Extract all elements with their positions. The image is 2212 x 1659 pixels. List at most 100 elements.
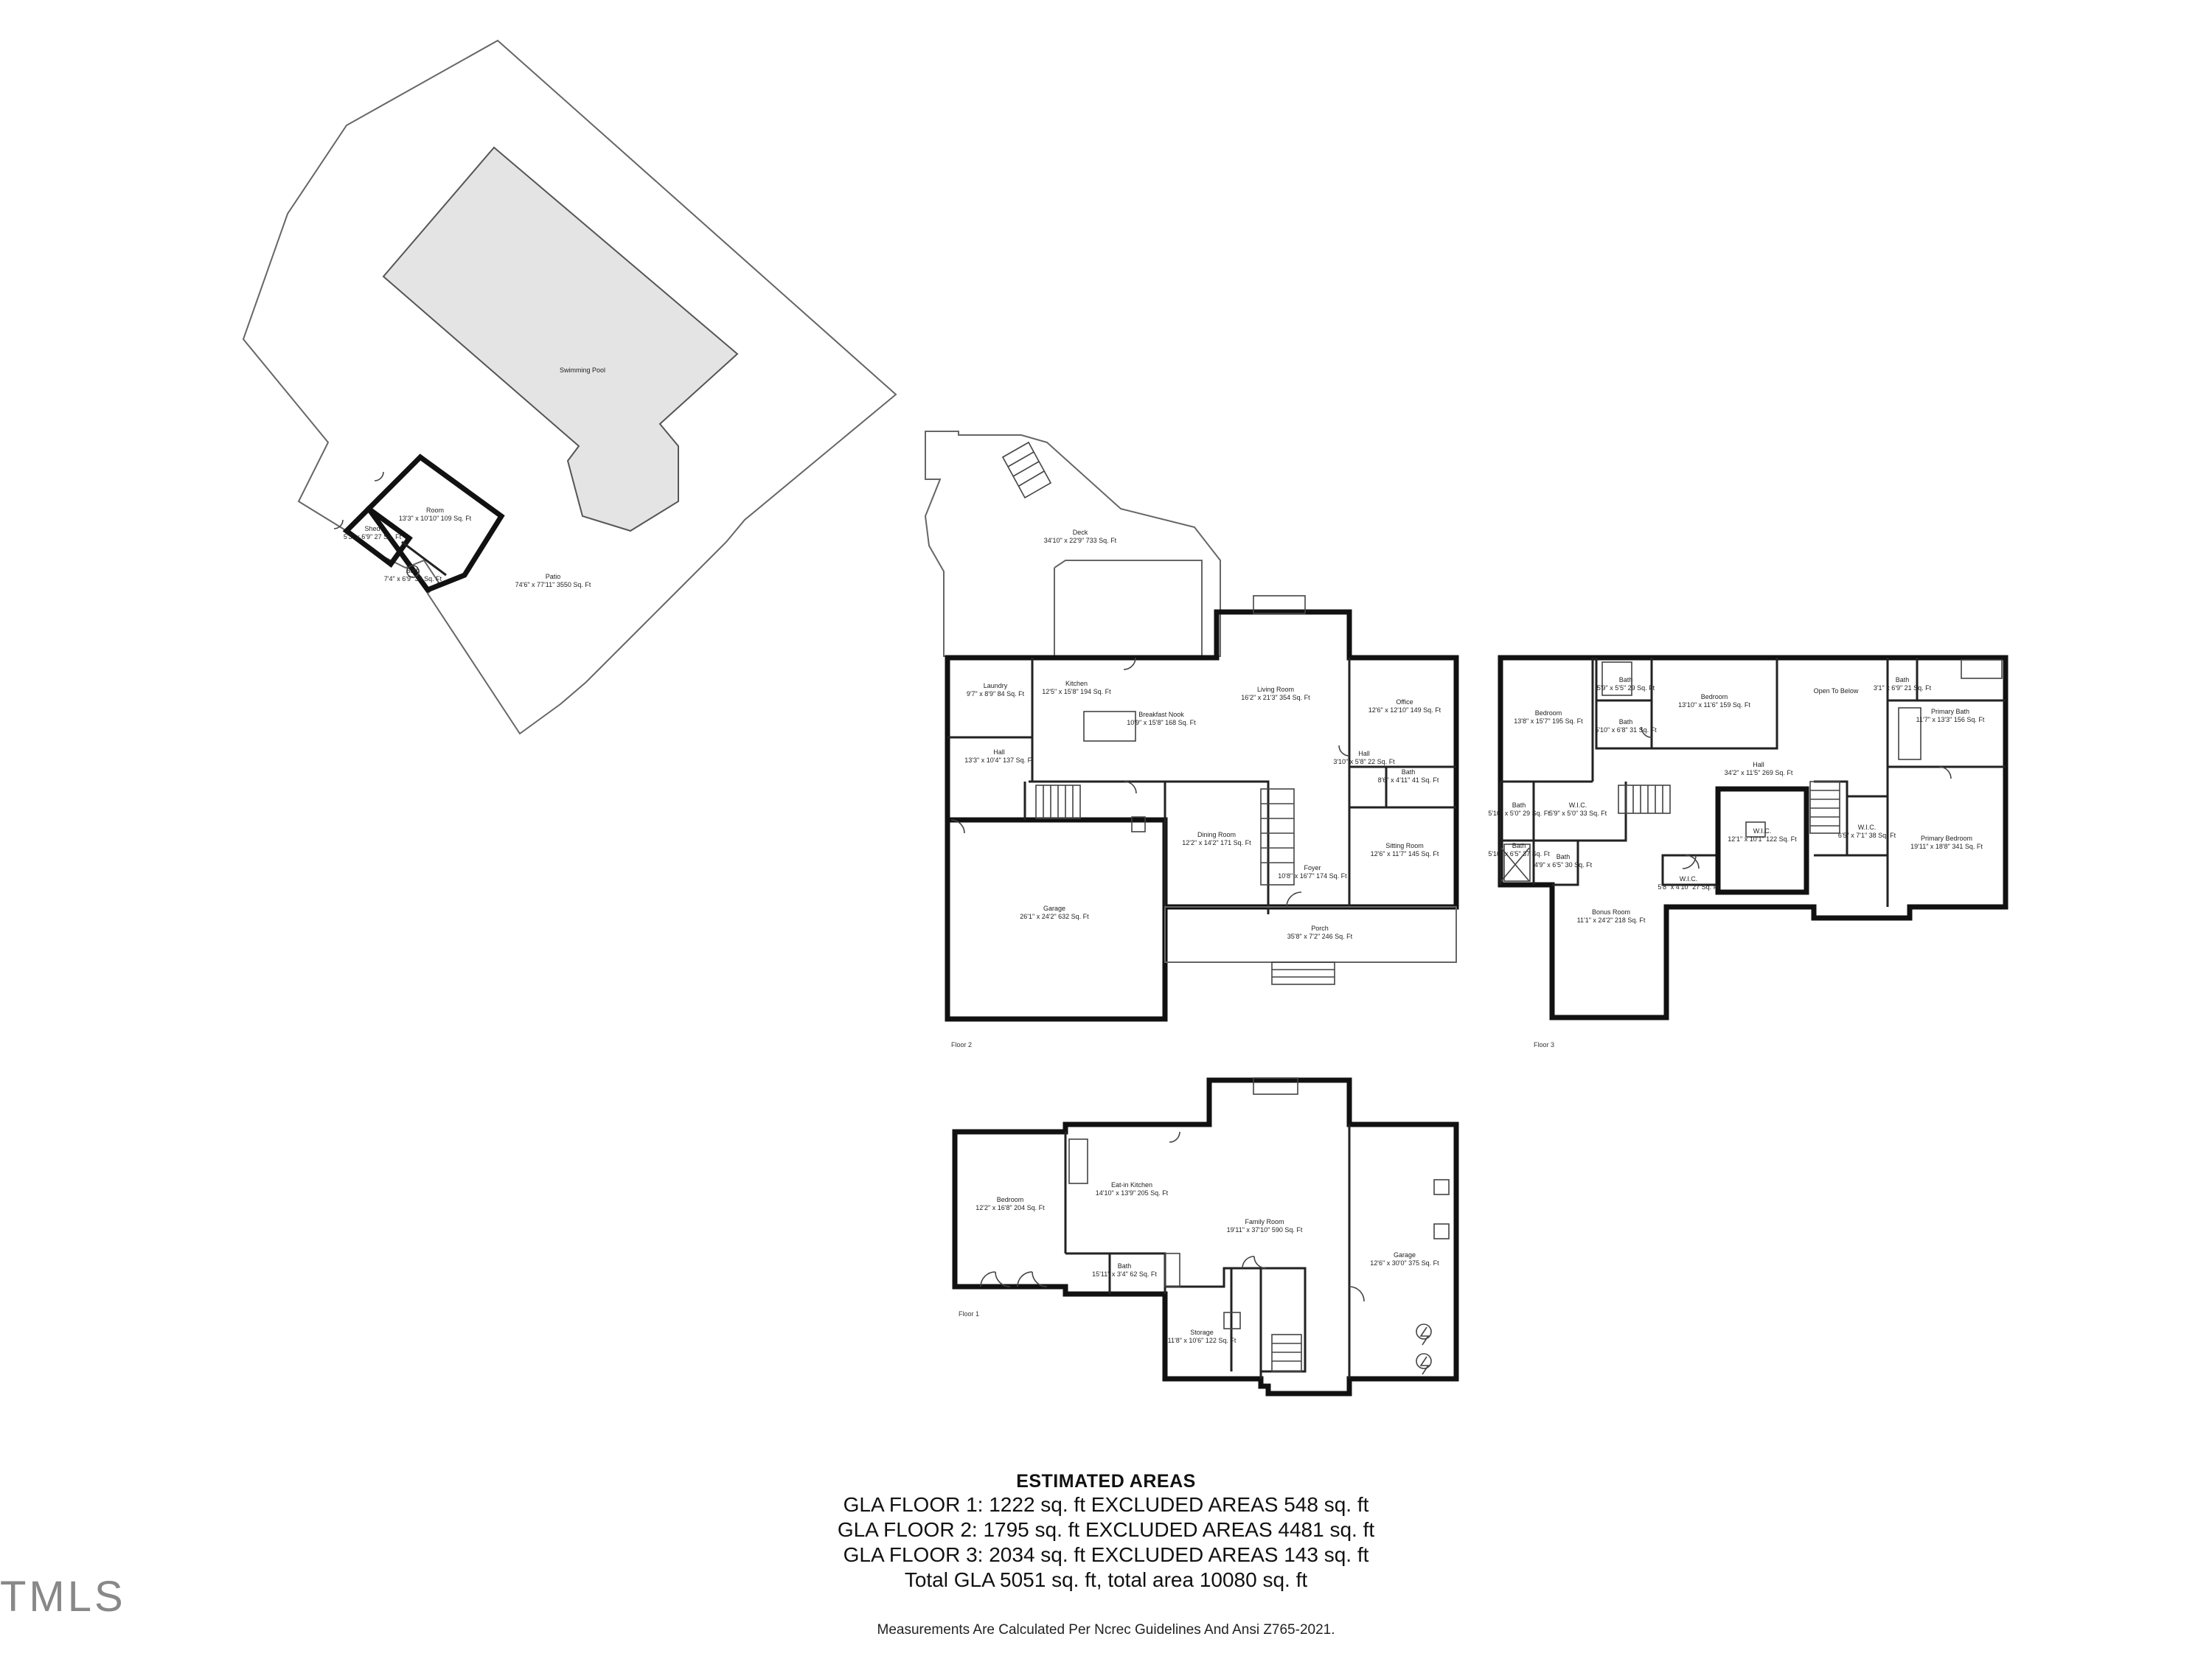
room-dimensions: 12'6" x 12'10" 149 Sq. Ft [1368, 706, 1441, 714]
room-dimensions: 6'5" x 7'1" 38 Sq. Ft [1838, 832, 1896, 839]
room-dimensions: 12'2" x 16'8" 204 Sq. Ft [975, 1204, 1045, 1211]
room-dimensions: 3'10" x 5'8" 22 Sq. Ft [1333, 758, 1395, 765]
room-name: Family Room [1245, 1218, 1284, 1225]
deck-outline [924, 431, 1221, 657]
room-dimensions: 11'1" x 24'2" 218 Sq. Ft [1577, 917, 1646, 924]
room-dimensions: 26'1" x 24'2" 632 Sq. Ft [1020, 913, 1089, 920]
room-dimensions: 13'8" x 15'7" 195 Sq. Ft [1514, 717, 1583, 725]
floor-3-label: Floor 3 [1534, 1041, 1554, 1048]
summary-line-total: Total GLA 5051 sq. ft, total area 10080 … [904, 1568, 1308, 1591]
room-label-floor3-wic-b: W.I.C.12'1" x 10'1" 122 Sq. Ft [1728, 827, 1797, 843]
room-name: Hall [993, 748, 1005, 756]
room-name: Patio [546, 573, 561, 580]
room-dimensions: 12'6" x 30'0" 375 Sq. Ft [1370, 1259, 1439, 1267]
room-name: W.I.C. [1858, 824, 1877, 831]
summary-line-floor-1: GLA FLOOR 1: 1222 sq. ft EXCLUDED AREAS … [843, 1493, 1369, 1516]
measurement-note: Measurements Are Calculated Per Ncrec Gu… [877, 1622, 1335, 1638]
floor-2-exterior-walls [945, 609, 1459, 1022]
room-name: Bonus Room [1592, 908, 1630, 916]
room-name: Open To Below [1814, 687, 1859, 695]
room-name: Foyer [1304, 864, 1321, 872]
room-dimensions: 5'8" x 4'10" 27 Sq. Ft [1658, 883, 1719, 891]
room-name: Bath [406, 567, 420, 574]
swimming-pool [382, 146, 739, 532]
room-name: Bath [1619, 676, 1633, 684]
room-dimensions: 11'8" x 10'6" 122 Sq. Ft [1168, 1337, 1237, 1344]
room-name: Primary Bedroom [1921, 835, 1972, 842]
room-dimensions: 12'2" x 14'2" 171 Sq. Ft [1182, 839, 1251, 846]
room-dimensions: 4'9" x 6'5" 30 Sq. Ft [1534, 861, 1593, 869]
room-name: W.I.C. [1680, 875, 1698, 883]
porch-steps [1271, 961, 1335, 985]
shed-building [333, 453, 505, 594]
room-dimensions: 19'11" x 37'10" 590 Sq. Ft [1227, 1226, 1303, 1234]
room-dimensions: 12'1" x 10'1" 122 Sq. Ft [1728, 835, 1797, 843]
room-dimensions: 13'3" x 10'10" 109 Sq. Ft [399, 515, 472, 522]
room-dimensions: 13'10" x 11'6" 159 Sq. Ft [1678, 701, 1750, 709]
room-name: Garage [1043, 905, 1065, 912]
room-dimensions: 5'3" x 6'9" 27 Sq. Ft [344, 533, 402, 540]
room-dimensions: 5'9" x 5'5" 29 Sq. Ft [1597, 684, 1655, 692]
room-name: Dining Room [1197, 831, 1236, 838]
room-name: Bath [1402, 768, 1416, 776]
room-name: Bath [1557, 853, 1571, 860]
room-dimensions: 19'11" x 18'8" 341 Sq. Ft [1910, 843, 1983, 850]
lot-outline [242, 39, 897, 735]
floor-1-exterior-walls [952, 1077, 1459, 1397]
room-name: Bath [1512, 842, 1526, 849]
room-label-floor3-wic-d: W.I.C.5'8" x 4'10" 27 Sq. Ft [1658, 875, 1719, 891]
room-dimensions: 10'9" x 15'8" 168 Sq. Ft [1127, 719, 1196, 726]
room-name: Laundry [984, 682, 1008, 689]
room-name: Hall [1358, 750, 1370, 757]
outdoor-area [242, 39, 897, 735]
floor-1-stairs [1271, 1334, 1302, 1372]
room-name: Swimming Pool [560, 366, 605, 374]
room-name: Eat-in Kitchen [1111, 1181, 1152, 1189]
room-name: Bath [1512, 801, 1526, 809]
porch-outline [1164, 906, 1457, 963]
room-name: Deck [1073, 529, 1088, 536]
room-name: W.I.C. [1753, 827, 1772, 835]
room-dimensions: 10'8" x 16'7" 174 Sq. Ft [1278, 872, 1347, 880]
room-name: Porch [1311, 925, 1329, 932]
room-name: Breakfast Nook [1138, 711, 1184, 718]
room-name: Bedroom [997, 1196, 1024, 1203]
room-name: Bath [1896, 676, 1910, 684]
room-label-floor3-wic-c: W.I.C.6'5" x 7'1" 38 Sq. Ft [1838, 824, 1896, 839]
room-name: Shed [364, 525, 380, 532]
room-dimensions: 3'1" x 6'9" 21 Sq. Ft [1874, 684, 1932, 692]
room-name: Garage [1394, 1251, 1416, 1259]
summary-line-floor-2: GLA FLOOR 2: 1795 sq. ft EXCLUDED AREAS … [837, 1518, 1375, 1541]
room-label-outdoor-pool: Swimming Pool [560, 366, 605, 374]
hall-stairs [1035, 785, 1081, 819]
room-dimensions: 12'6" x 11'7" 145 Sq. Ft [1371, 850, 1439, 858]
floor-1-label: Floor 1 [959, 1310, 979, 1318]
kitchen-island [1083, 711, 1136, 742]
room-dimensions: 14'10" x 13'9" 205 Sq. Ft [1096, 1189, 1169, 1197]
floor-2-label: Floor 2 [951, 1041, 972, 1048]
room-dimensions: 34'2" x 11'5" 269 Sq. Ft [1725, 769, 1793, 776]
room-label-floor3-wic-a: W.I.C.5'9" x 5'0" 33 Sq. Ft [1549, 801, 1607, 817]
room-name: Kitchen [1065, 680, 1088, 687]
